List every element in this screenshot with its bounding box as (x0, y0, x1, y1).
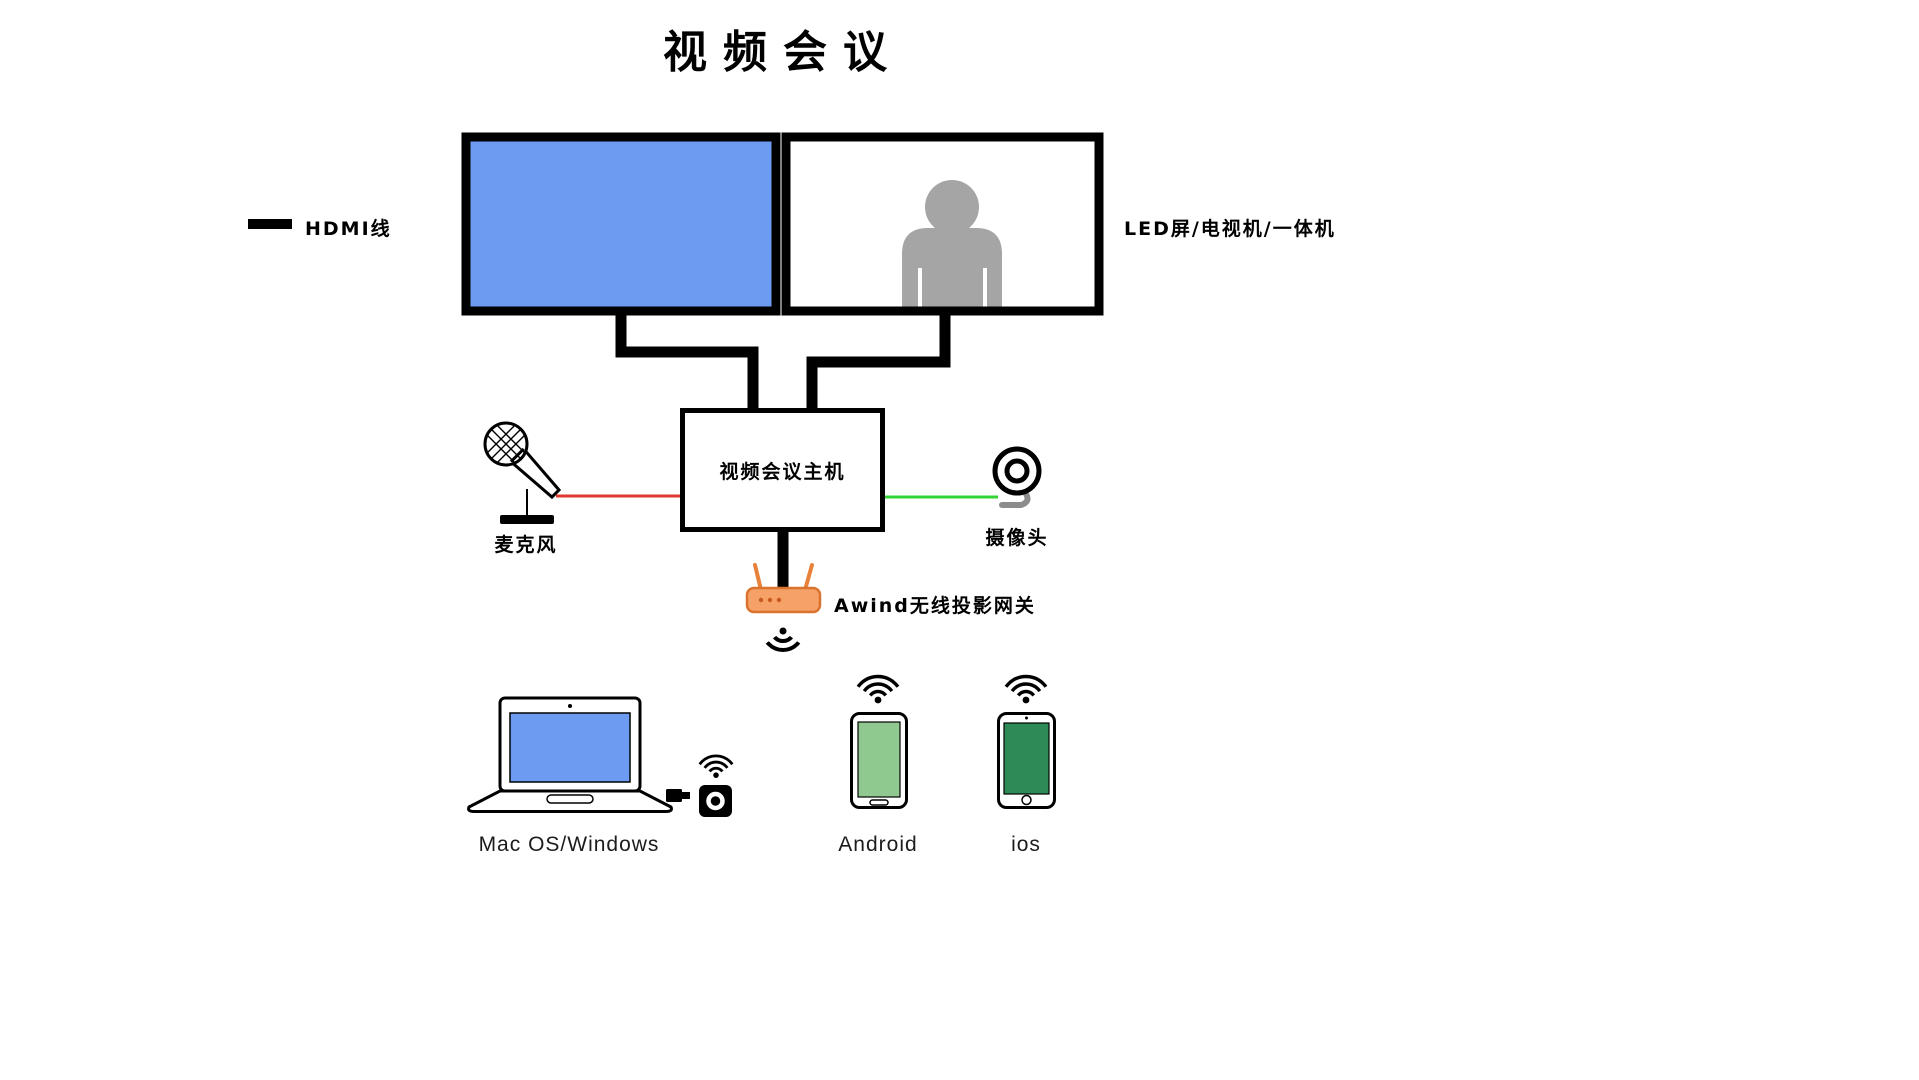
microphone-icon (483, 421, 562, 524)
microphone-label: 麦克风 (494, 534, 558, 556)
monitor-left-screen (461, 132, 781, 316)
android-label: Android (838, 833, 918, 856)
host-box-label: 视频会议主机 (719, 460, 846, 483)
legend-hdmi-swatch (248, 219, 292, 229)
gateway-label: Awind无线投影网关 (834, 595, 1036, 617)
host-box (680, 408, 885, 532)
ios-label: ios (1011, 833, 1041, 856)
wifi-icon (694, 754, 738, 778)
display-wall-label: LED屏/电视机/一体机 (1124, 218, 1336, 240)
wifi-icon (999, 674, 1053, 704)
laptop-label: Mac OS/Windows (478, 833, 660, 856)
page-title: 视频会议 (663, 27, 903, 78)
android-phone-icon (850, 712, 908, 809)
usb-dongle-icon (666, 785, 732, 817)
hdmi-cable-right (806, 311, 951, 414)
wifi-icon (851, 674, 905, 704)
ios-phone-icon (997, 712, 1056, 809)
camera-label: 摄像头 (985, 527, 1049, 549)
wifi-broadcast-icon (761, 627, 805, 652)
legend-hdmi-label: HDMI线 (305, 218, 392, 240)
person-silhouette-icon (902, 180, 1002, 307)
hdmi-cable-left (615, 311, 759, 414)
webcam-icon (992, 446, 1042, 508)
router-icon (745, 563, 822, 614)
laptop-icon (467, 696, 673, 813)
